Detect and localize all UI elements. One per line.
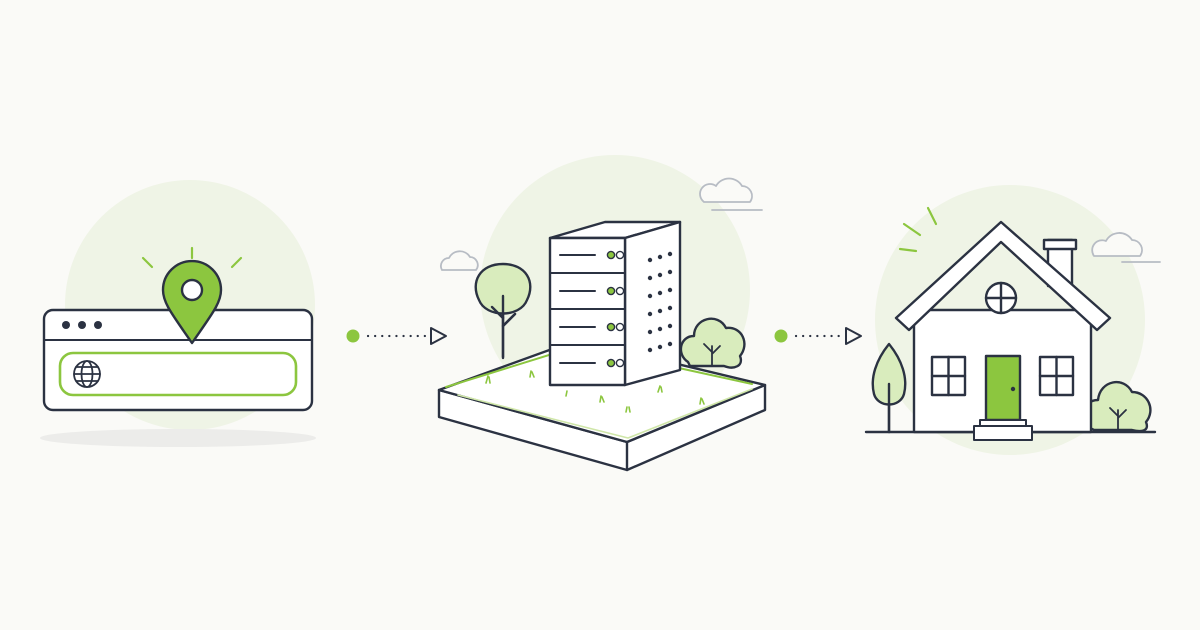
bush-icon (1081, 381, 1152, 433)
globe-icon (73, 360, 101, 388)
window-dot-2 (78, 321, 86, 329)
browser-step (40, 180, 316, 447)
round-window (984, 281, 1018, 315)
green-door[interactable] (984, 354, 1022, 422)
window-dot-3 (94, 321, 102, 329)
connector-arrow-1 (346, 327, 447, 345)
home-step (864, 185, 1161, 455)
vent-dots (647, 251, 673, 353)
browser-shadow (40, 429, 316, 447)
window-dot-1 (62, 321, 70, 329)
address-bar[interactable] (58, 351, 298, 397)
cloud-icon (440, 250, 479, 271)
pin-sparkle-lines (141, 246, 243, 269)
cloud-icon (699, 177, 763, 211)
connector-arrow-2 (774, 327, 862, 345)
server-rack-icon (548, 220, 682, 387)
door-steps (973, 419, 1033, 441)
house-sparkle-lines (898, 206, 938, 253)
tree-icon (474, 262, 532, 360)
roof (894, 220, 1112, 332)
location-pin-icon (161, 259, 223, 345)
tree-icon (871, 342, 907, 434)
window-right (1038, 355, 1075, 397)
bush-icon (679, 317, 746, 369)
house-icon (894, 220, 1112, 441)
window-left (930, 355, 967, 397)
cloud-icon (1091, 232, 1161, 263)
server-step (437, 155, 767, 472)
server-status-lights (606, 250, 625, 368)
